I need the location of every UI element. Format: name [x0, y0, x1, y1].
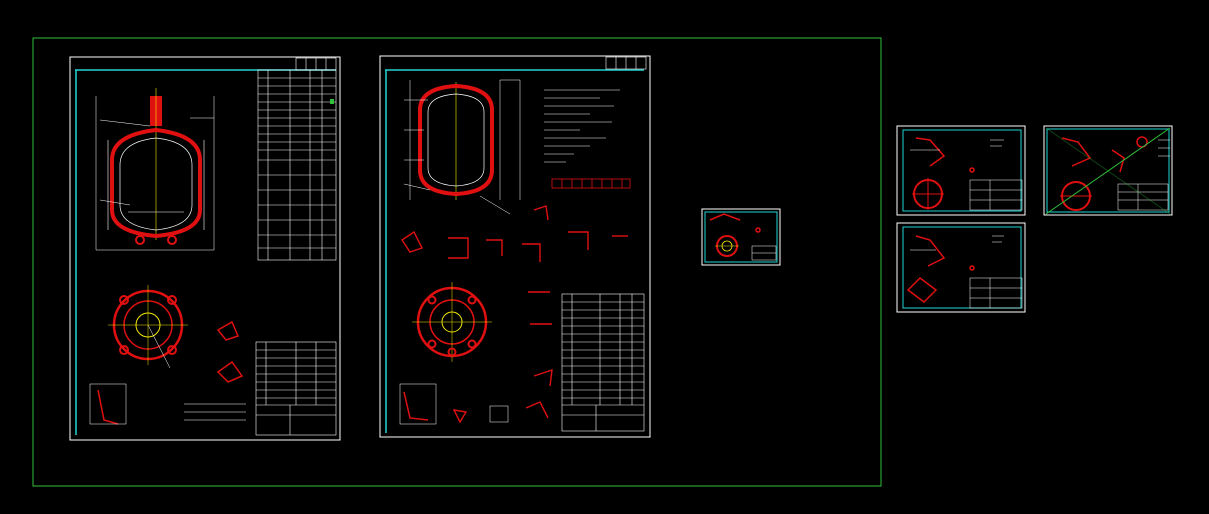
sheet-border: [896, 125, 1026, 216]
parts-list-table: [561, 293, 645, 432]
green-marker: [330, 99, 334, 104]
inner-frame: [1046, 128, 1170, 213]
vessel-elevation: [95, 88, 215, 251]
sheet-border: [1043, 125, 1173, 216]
part-drawing: [1060, 136, 1170, 211]
sheet-1[interactable]: [69, 56, 341, 441]
support-detail: [399, 383, 437, 425]
part-drawing: [906, 235, 1023, 309]
cross-line-1: [1045, 127, 1171, 215]
inner-frame: [902, 129, 1022, 212]
design-data-table: [551, 178, 631, 189]
detail-views: [89, 320, 244, 425]
layout-frame: [32, 37, 882, 487]
sheet-3[interactable]: [701, 208, 781, 266]
sheet-border: [379, 55, 651, 438]
sheet-border: [896, 222, 1026, 313]
sheet-2[interactable]: [379, 55, 651, 438]
parts-table-top: [257, 57, 337, 261]
part-drawing: [709, 213, 777, 261]
flange-plan-view: [412, 282, 492, 362]
inner-frame: [704, 211, 778, 263]
sheet-border: [701, 208, 781, 266]
sheet-6[interactable]: [896, 222, 1026, 313]
sheet-4[interactable]: [896, 125, 1026, 216]
sheet-border: [69, 56, 341, 441]
vessel-plan-view: [108, 285, 188, 369]
vessel-section: [403, 79, 521, 215]
notes-block: [184, 403, 246, 421]
part-drawing: [910, 137, 1023, 211]
sheet-5[interactable]: [1043, 125, 1173, 216]
inner-frame: [902, 226, 1022, 309]
technical-notes: [544, 89, 620, 163]
cross-line-2: [1045, 127, 1171, 215]
parts-table-bottom: [255, 341, 337, 436]
sheet-header-cells: [605, 56, 647, 70]
nozzle-details: [401, 205, 628, 424]
